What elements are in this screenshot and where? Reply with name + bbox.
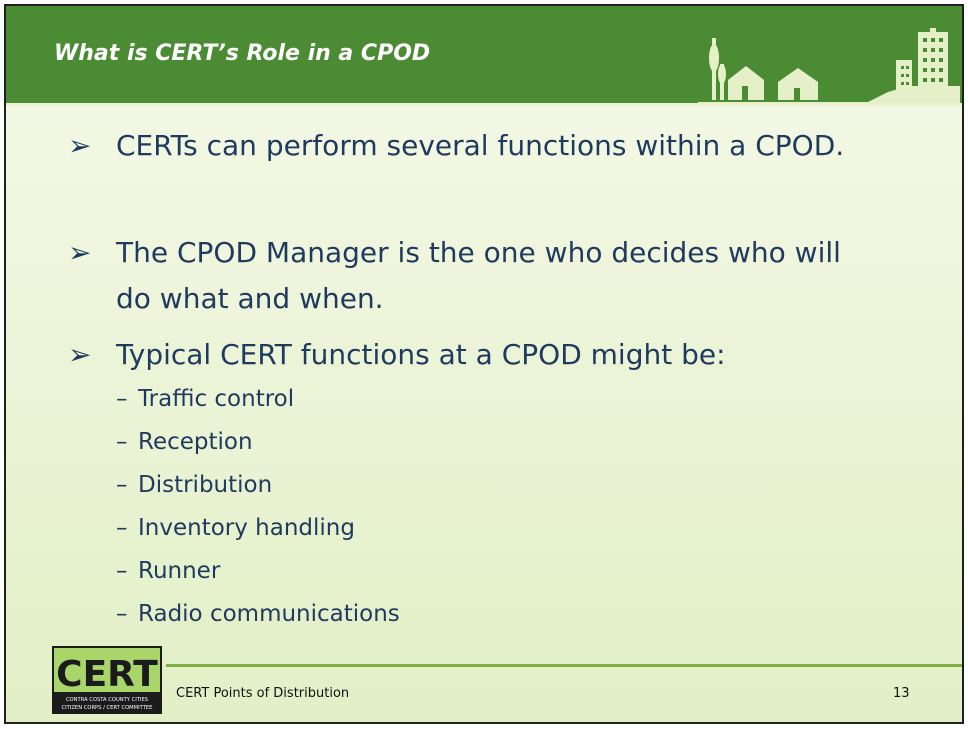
svg-text:CITIZEN CORPS / CERT COMMITTEE: CITIZEN CORPS / CERT COMMITTEE bbox=[62, 705, 153, 711]
bullet-text: The CPOD Manager is the one who decides … bbox=[116, 236, 841, 315]
slide-title: What is CERT’s Role in a CPOD bbox=[54, 41, 431, 66]
svg-text:CERT: CERT bbox=[56, 654, 158, 695]
skyline-icon bbox=[698, 28, 960, 103]
bullet-text: CERTs can perform several functions with… bbox=[116, 129, 845, 162]
sub-item-text: Radio communications bbox=[138, 601, 400, 627]
bullet-arrow-icon: ➢ bbox=[68, 129, 92, 162]
sub-item: –Reception bbox=[116, 429, 253, 455]
cert-logo: CERT CONTRA COSTA COUNTY CITIES CITIZEN … bbox=[52, 646, 162, 714]
sub-item-text: Distribution bbox=[138, 472, 273, 498]
sub-item: –Inventory handling bbox=[116, 515, 355, 541]
page-number: 13 bbox=[893, 686, 910, 701]
bullet-text: Typical CERT functions at a CPOD might b… bbox=[116, 338, 726, 371]
sub-item-text: Reception bbox=[138, 429, 253, 455]
sub-item-text: Runner bbox=[138, 558, 221, 584]
bullet-arrow-icon: ➢ bbox=[68, 338, 92, 371]
sub-item: –Distribution bbox=[116, 472, 273, 498]
header-divider bbox=[6, 103, 962, 106]
sub-item: –Radio communications bbox=[116, 601, 400, 627]
sub-item-text: Traffic control bbox=[138, 386, 295, 412]
sub-item-text: Inventory handling bbox=[138, 515, 355, 541]
footer-title: CERT Points of Distribution bbox=[176, 686, 350, 701]
sub-item: –Runner bbox=[116, 558, 221, 584]
svg-text:CONTRA COSTA COUNTY CITIES: CONTRA COSTA COUNTY CITIES bbox=[66, 697, 148, 703]
title-bar: What is CERT’s Role in a CPOD bbox=[6, 6, 962, 103]
sub-item: –Traffic control bbox=[116, 386, 295, 412]
footer-divider bbox=[166, 664, 962, 667]
slide: What is CERT’s Role in a CPOD bbox=[4, 4, 964, 724]
bullet-arrow-icon: ➢ bbox=[68, 236, 92, 269]
